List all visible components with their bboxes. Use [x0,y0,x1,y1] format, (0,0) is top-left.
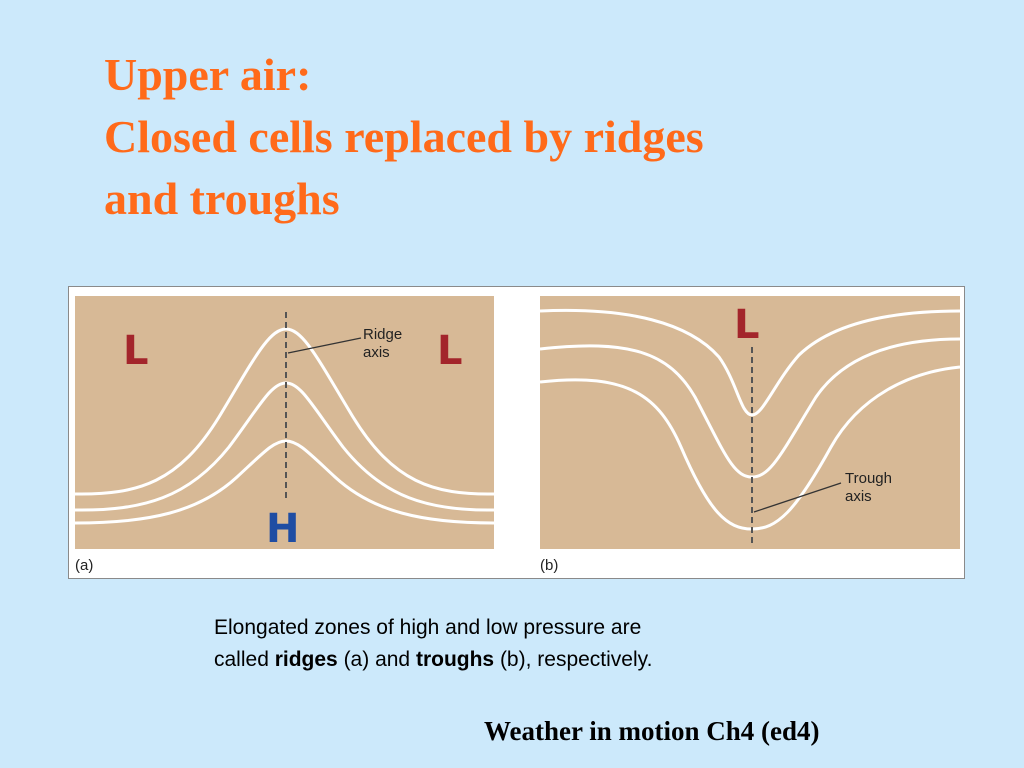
trough-axis-label-1: Trough [845,470,892,487]
source-citation: Weather in motion Ch4 (ed4) [484,716,820,746]
panel-b-trough: Trough axis L (b) [539,296,961,574]
title-line-2: Closed cells replaced by ridges [104,111,704,162]
ridge-axis-label-2: axis [363,344,390,361]
panel-a-contour-1 [74,327,495,496]
caption-line-1: Elongated zones of high and low pressure… [214,616,642,639]
ridge-axis-pointer [287,337,362,354]
panel-b-label: (b) [540,557,558,574]
panel-b-contour-1 [539,308,961,417]
trough-axis-pointer [753,482,842,513]
figure-caption: Elongated zones of high and low pressure… [214,612,854,676]
panel-a-label: (a) [75,557,93,574]
low-pressure-label-left: L [123,328,149,374]
low-pressure-label: L [734,302,760,348]
panel-a-ridge: Ridge axis L L H (a) [74,296,495,574]
caption-ridges-term: ridges [274,648,338,671]
low-pressure-label-right: L [437,328,463,374]
caption-line-2: called ridges (a) and troughs (b), respe… [214,644,854,676]
title-line-3: and troughs [104,173,340,224]
high-pressure-label: H [266,506,299,552]
trough-axis-label-2: axis [845,488,872,505]
panel-a-background [75,296,494,549]
caption-troughs-term: troughs [415,648,495,671]
ridge-axis-label-1: Ridge [363,326,402,343]
ridge-trough-figure: Ridge axis L L H (a) Trough axis L (b) [68,286,965,579]
caption-text-pre: called [214,648,275,671]
caption-text-mid: (a) and [337,648,416,671]
slide-title: Upper air: Closed cells replaced by ridg… [104,44,984,230]
title-line-1: Upper air: [104,49,312,100]
panel-b-background [540,296,960,549]
ridge-trough-diagram: Ridge axis L L H (a) Trough axis L (b) [74,296,961,574]
panel-a-contour-3 [74,439,495,525]
caption-text-post: (b), respectively. [494,648,653,671]
